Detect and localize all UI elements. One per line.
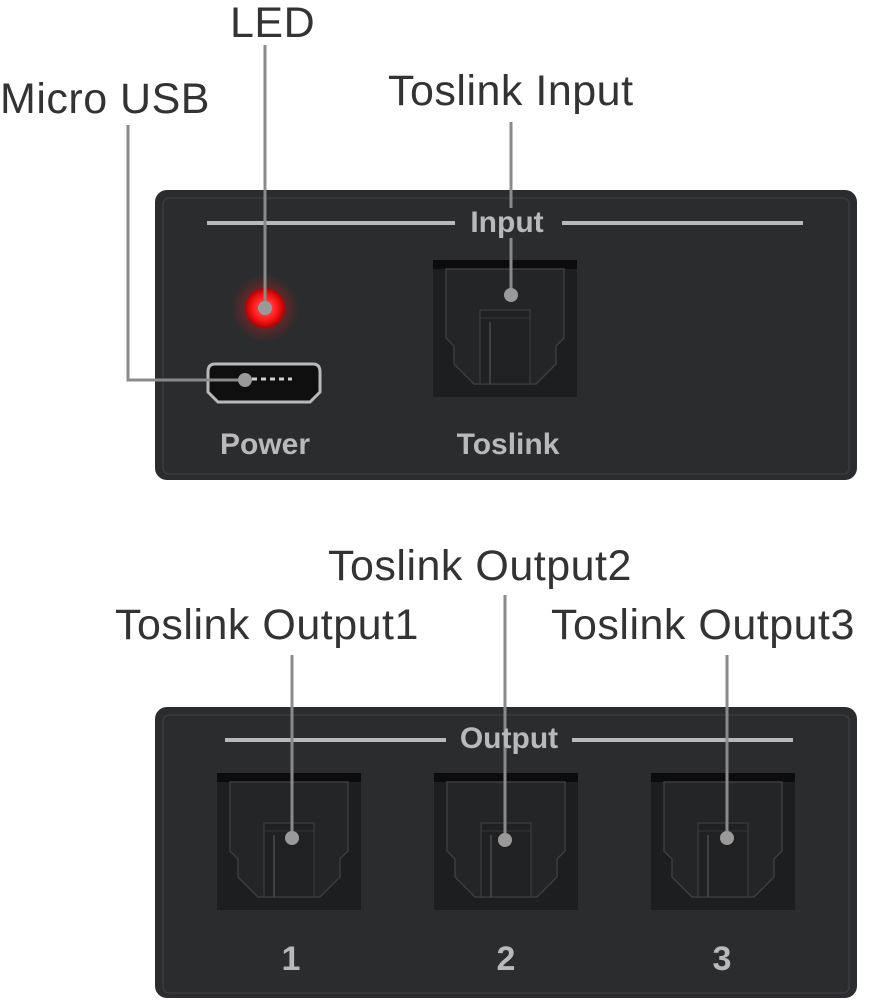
callout-toslink-output3: Toslink Output3	[551, 601, 855, 649]
micro-usb-port	[206, 362, 322, 404]
power-label: Power	[219, 428, 311, 461]
callout-micro-usb: Micro USB	[0, 75, 210, 123]
output-port-number-3: 3	[712, 940, 732, 978]
output-header: Output	[459, 722, 559, 755]
callout-toslink-output1: Toslink Output1	[115, 601, 419, 649]
callout-dots	[238, 288, 734, 847]
input-header: Input	[464, 208, 550, 238]
output-port-number-1: 1	[281, 940, 301, 978]
toslink-label: Toslink	[456, 428, 560, 461]
output-port-number-2: 2	[496, 940, 516, 978]
toslink-input-port	[432, 259, 578, 398]
callout-toslink-input: Toslink Input	[388, 67, 634, 115]
callout-toslink-output2: Toslink Output2	[328, 542, 632, 590]
callout-led: LED	[230, 0, 316, 47]
